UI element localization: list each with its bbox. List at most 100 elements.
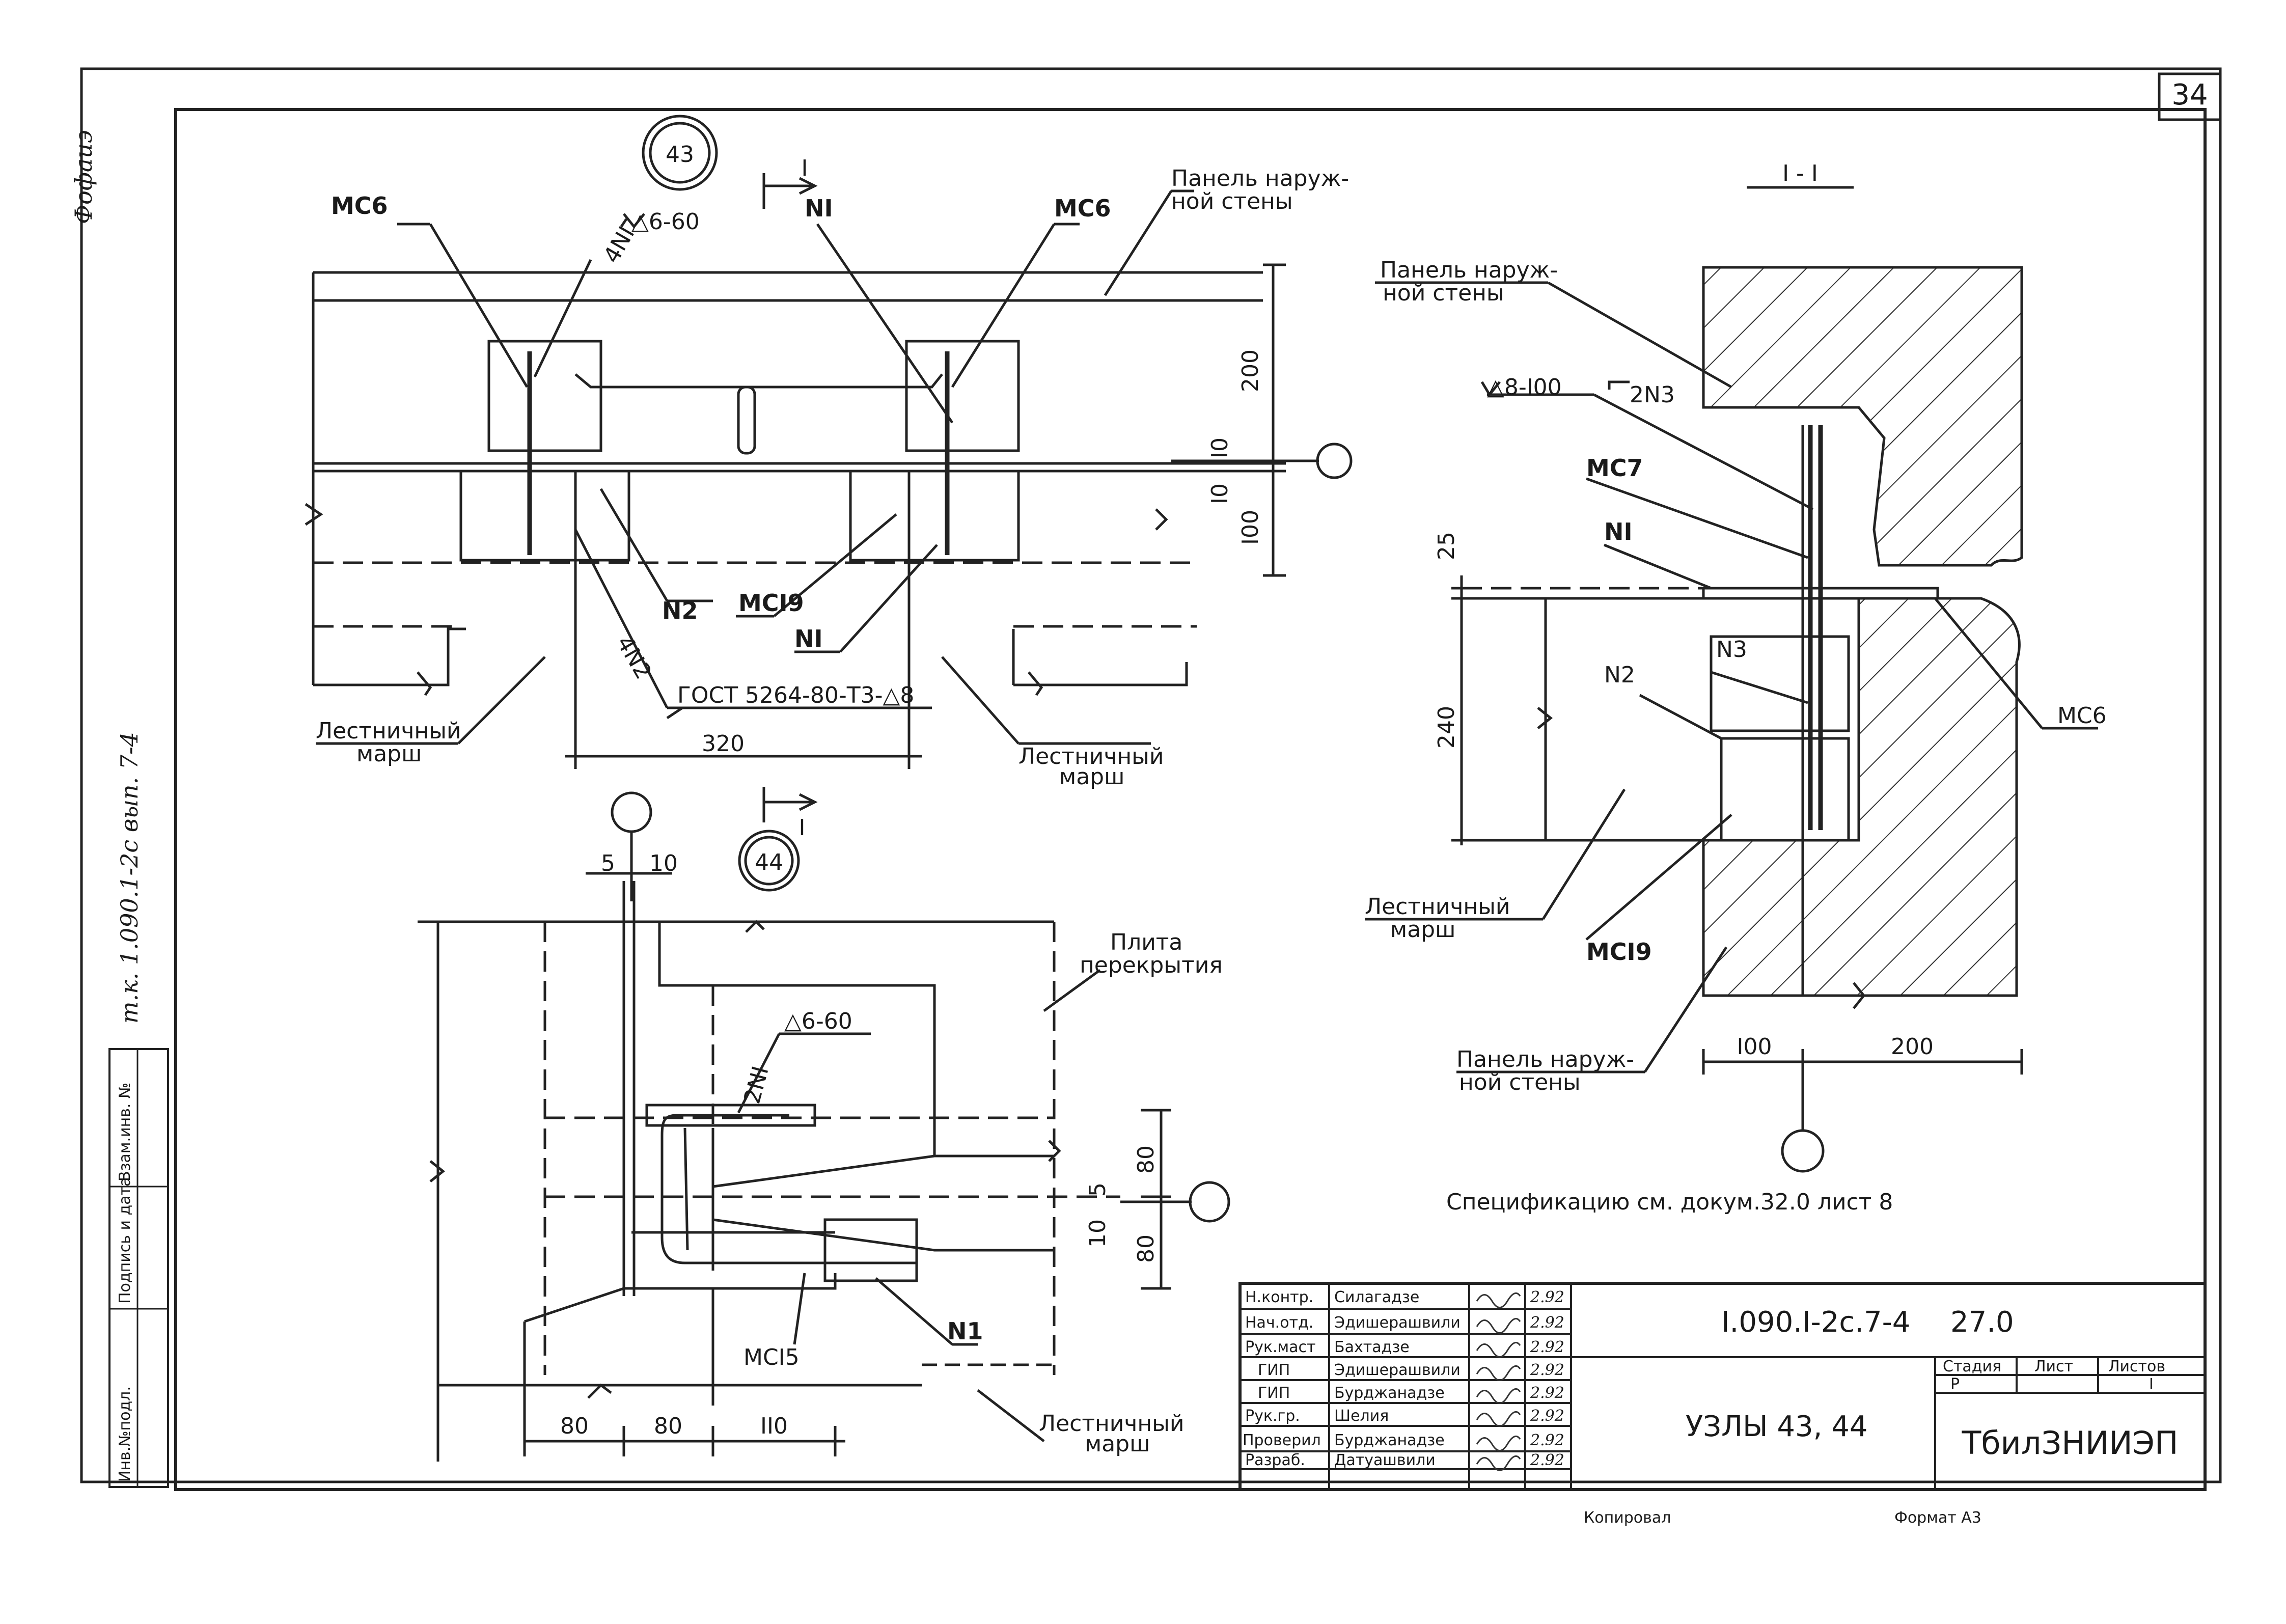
specification-note: Спецификацию см. докум.32.0 лист 8 [1446, 1189, 1893, 1215]
section-label-panel-bottom-2: ной стены [1459, 1069, 1581, 1095]
node-43-label-panel-2: ной стены [1171, 188, 1293, 214]
node-43-label-gost: ГОСТ 5264-80-Т3-△8 [677, 682, 914, 708]
tb-date-4: 2.92 [1530, 1384, 1564, 1402]
section-label-weld: △8-I00 [1487, 374, 1562, 400]
tb-stage-value: Р [1950, 1375, 1960, 1393]
tb-date-7: 2.92 [1530, 1451, 1564, 1469]
node-43-label-stair-right-1: Лестничный [1018, 744, 1164, 769]
tb-stage-header: Стадия [1943, 1358, 2001, 1375]
node-43-label-stair-right-2: марш [1059, 764, 1124, 790]
section-label-mc19: МСI9 [1586, 938, 1652, 966]
section-label-n1: NI [1604, 518, 1633, 545]
title-block-names: Силагадзе Эдишерашвили Бахтадзе Эдишераш… [1334, 1288, 1461, 1469]
tb-sheets-value: I [2149, 1375, 2154, 1393]
section-label-stair-1: Лестничный [1365, 894, 1510, 920]
node-43-label-panel-1: Панель наруж- [1171, 166, 1349, 191]
stamp-replace-inv: Взам.инв. № [116, 1083, 134, 1181]
section-label-panel-top-2: ной стены [1383, 280, 1504, 306]
section-drawing [1365, 186, 2098, 1173]
node-43-label-weld: △6-60 [631, 209, 700, 235]
tb-role-5: Рук.гр. [1245, 1407, 1300, 1425]
tb-sheets-header: Листов [2108, 1358, 2165, 1375]
node-44-dim-80a: 80 [1133, 1145, 1159, 1174]
node-44-label-slab-1: Плита [1110, 929, 1182, 955]
section-dim-240: 240 [1434, 706, 1459, 749]
section-label-panel-top-1: Панель наруж- [1380, 257, 1558, 283]
node-44-label-weld: △6-60 [784, 1008, 852, 1034]
node-44-label-slab-2: перекрытия [1080, 952, 1223, 978]
tb-role-1: Нач.отд. [1245, 1314, 1313, 1332]
node-43-label-mc6-left: МС6 [331, 192, 388, 219]
side-series-note: т.к. 1.090.1-2с вып. 7-4 [116, 732, 143, 1024]
node-44-dim-80b: 80 [1133, 1234, 1159, 1263]
section-label-n2: N2 [1604, 662, 1635, 688]
node-43-marker: 43 [666, 142, 694, 168]
stamp-sign-date: Подпись и дата [116, 1177, 134, 1304]
corner-signature: Фофаиэ [70, 130, 97, 224]
node-43-dim-100: I00 [1237, 510, 1263, 545]
footer-format: Формат А3 [1894, 1509, 1981, 1527]
tb-date-5: 2.92 [1530, 1407, 1564, 1425]
node-44-dim-b80a: 80 [560, 1413, 589, 1439]
section-dim-200: 200 [1891, 1034, 1934, 1060]
tb-doc-code: I.090.I-2с.7-4 [1721, 1306, 1910, 1339]
page-number-box [2158, 72, 2222, 121]
section-label-panel-bottom-1: Панель наруж- [1456, 1047, 1634, 1072]
node-43-section-mark: I [802, 155, 808, 181]
node-44-label-stair-1: Лестничный [1039, 1411, 1184, 1437]
tb-name-4: Бурджанадзе [1334, 1384, 1445, 1402]
node-43-drawing [305, 115, 1353, 769]
node-44-dim-10: 10 [649, 850, 678, 876]
node-44-marker: 44 [755, 849, 783, 875]
node-43-label-stair-left-2: марш [356, 741, 422, 767]
node-43-label-mc19: МСI9 [738, 589, 804, 617]
side-stamp: Инв.№подл. Подпись и дата Взам.инв. № [108, 1048, 169, 1488]
tb-role-0: Н.контр. [1245, 1288, 1313, 1306]
node-44-label-2n1: 2NI [739, 1063, 774, 1107]
tb-role-7: Разраб. [1245, 1451, 1305, 1469]
tb-role-3: ГИП [1258, 1361, 1290, 1379]
section-dim-25: 25 [1434, 532, 1459, 560]
node-43-dim-10a: I0 [1207, 437, 1233, 458]
footer-copied: Копировал [1584, 1509, 1671, 1527]
tb-name-6: Бурджанадзе [1334, 1432, 1445, 1449]
node-43-label-n2: N2 [662, 597, 698, 624]
node-44-dim-5b: 5 [1085, 1182, 1111, 1197]
tb-date-2: 2.92 [1530, 1338, 1564, 1356]
tb-name-3: Эдишерашвили [1334, 1361, 1461, 1379]
node-44-dim-b80b: 80 [654, 1413, 682, 1439]
inner-frame [174, 108, 2207, 1491]
node-44-label-n1: N1 [947, 1317, 983, 1345]
title-block-roles: Н.контр. Нач.отд. Рук.маст ГИП ГИП Рук.г… [1243, 1288, 1321, 1469]
node-44-dim-10b: 10 [1085, 1219, 1111, 1248]
tb-date-3: 2.92 [1530, 1361, 1564, 1379]
node-43-label-stair-left-1: Лестничный [316, 718, 461, 744]
section-label-mc6: МС6 [2057, 703, 2107, 729]
node-44-label-stair-2: марш [1085, 1431, 1150, 1457]
tb-doc-suffix: 27.0 [1950, 1306, 2014, 1339]
node-43-dim-320: 320 [702, 731, 745, 757]
section-title: I - I [1782, 160, 1818, 186]
node-44-dim-5: 5 [601, 850, 615, 876]
section-label-mc7: МС7 [1586, 454, 1643, 482]
tb-name-0: Силагадзе [1334, 1288, 1419, 1306]
tb-role-4: ГИП [1258, 1384, 1290, 1402]
section-dim-100: I00 [1737, 1034, 1772, 1060]
outer-frame [80, 67, 2222, 1483]
node-44-label-mc15: МСI5 [743, 1344, 800, 1370]
title-block-dates: 2.92 2.92 2.92 2.92 2.92 2.92 2.92 2.92 [1530, 1288, 1564, 1469]
tb-role-2: Рук.маст [1245, 1338, 1316, 1356]
section-label-2n3: 2N3 [1630, 382, 1675, 408]
node-44-dim-b110: II0 [760, 1413, 788, 1439]
tb-role-6: Проверил [1243, 1432, 1321, 1449]
node-44-drawing [418, 787, 1230, 1462]
tb-sheet-title: УЗЛЫ 43, 44 [1686, 1410, 1867, 1443]
section-label-stair-2: марш [1390, 917, 1455, 943]
tb-date-0: 2.92 [1530, 1288, 1564, 1306]
node-43-label-mc6-right: МС6 [1054, 195, 1111, 222]
title-block-signatures [1476, 1292, 1521, 1471]
tb-name-7: Датуашвили [1334, 1451, 1436, 1469]
node-43-dim-200: 200 [1237, 349, 1263, 392]
tb-name-2: Бахтадзе [1334, 1338, 1410, 1356]
